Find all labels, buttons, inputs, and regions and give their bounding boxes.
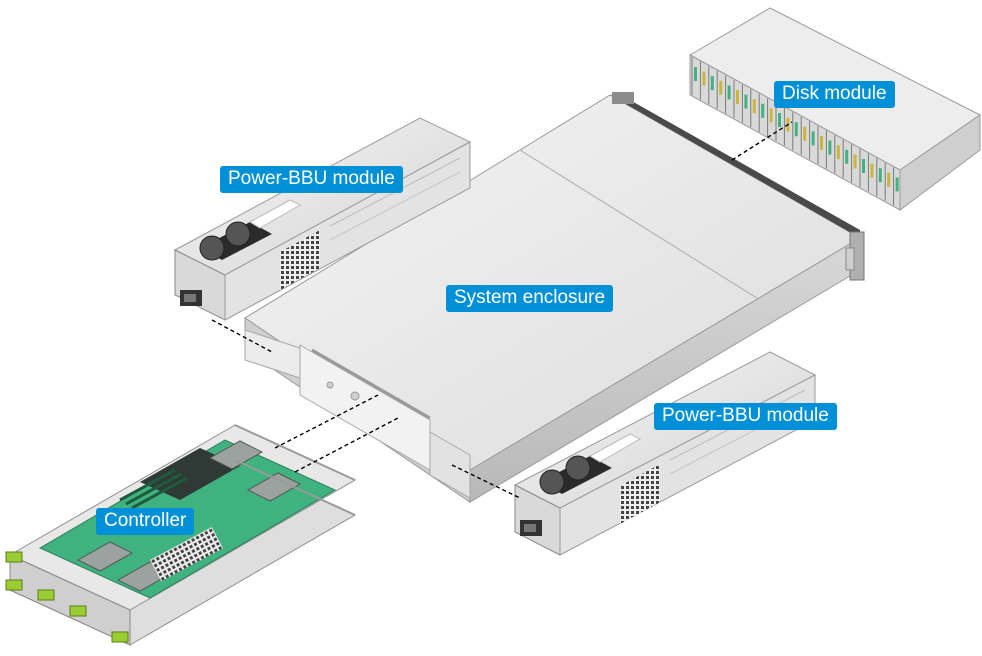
- disk-slot-led: [719, 80, 723, 95]
- disk-slot-led: [878, 168, 882, 183]
- disk-slot-led: [895, 177, 899, 192]
- disk-slot-led: [769, 108, 773, 123]
- controller: [5, 424, 357, 646]
- disk-slot-led: [736, 90, 739, 104]
- leader-psu-top: [211, 319, 273, 353]
- disk-slot-led: [811, 131, 815, 146]
- disk-slot-led: [887, 172, 891, 187]
- system-enclosure-label: System enclosure: [446, 285, 614, 312]
- disk-slot-led: [778, 113, 781, 127]
- disk-slot-led: [727, 85, 731, 100]
- disk-slot-led: [803, 126, 807, 141]
- disk-slot-led: [694, 67, 697, 81]
- leader-controller-2: [294, 417, 399, 473]
- disk-slot-led: [828, 140, 832, 155]
- disk-slot-led: [853, 154, 857, 169]
- disk-slot-led: [862, 159, 865, 173]
- controller-label: Controller: [96, 508, 195, 535]
- disk-slot-led: [752, 99, 756, 114]
- disk-slot-led: [702, 71, 706, 86]
- leader-controller-1: [274, 394, 379, 449]
- disk-module-label: Disk module: [774, 81, 895, 108]
- power-bbu-module-label-bottom: Power-BBU module: [654, 403, 837, 430]
- disk-slot-led: [744, 94, 748, 109]
- disk-slot-led: [794, 122, 798, 137]
- leader-psu-bottom: [451, 464, 521, 499]
- leader-lines: [211, 121, 793, 499]
- disk-slot-led: [710, 76, 714, 91]
- power-bbu-module-label-top: Power-BBU module: [220, 166, 403, 193]
- disk-slot-led: [820, 136, 823, 150]
- disk-slot-led: [845, 149, 849, 164]
- power-bbu-module-top: [173, 117, 472, 321]
- system-enclosure: [244, 92, 865, 503]
- disk-slot-led: [870, 163, 874, 178]
- disk-slot-led: [836, 145, 840, 160]
- disk-slot-led: [761, 103, 765, 118]
- leader-disk: [731, 121, 793, 161]
